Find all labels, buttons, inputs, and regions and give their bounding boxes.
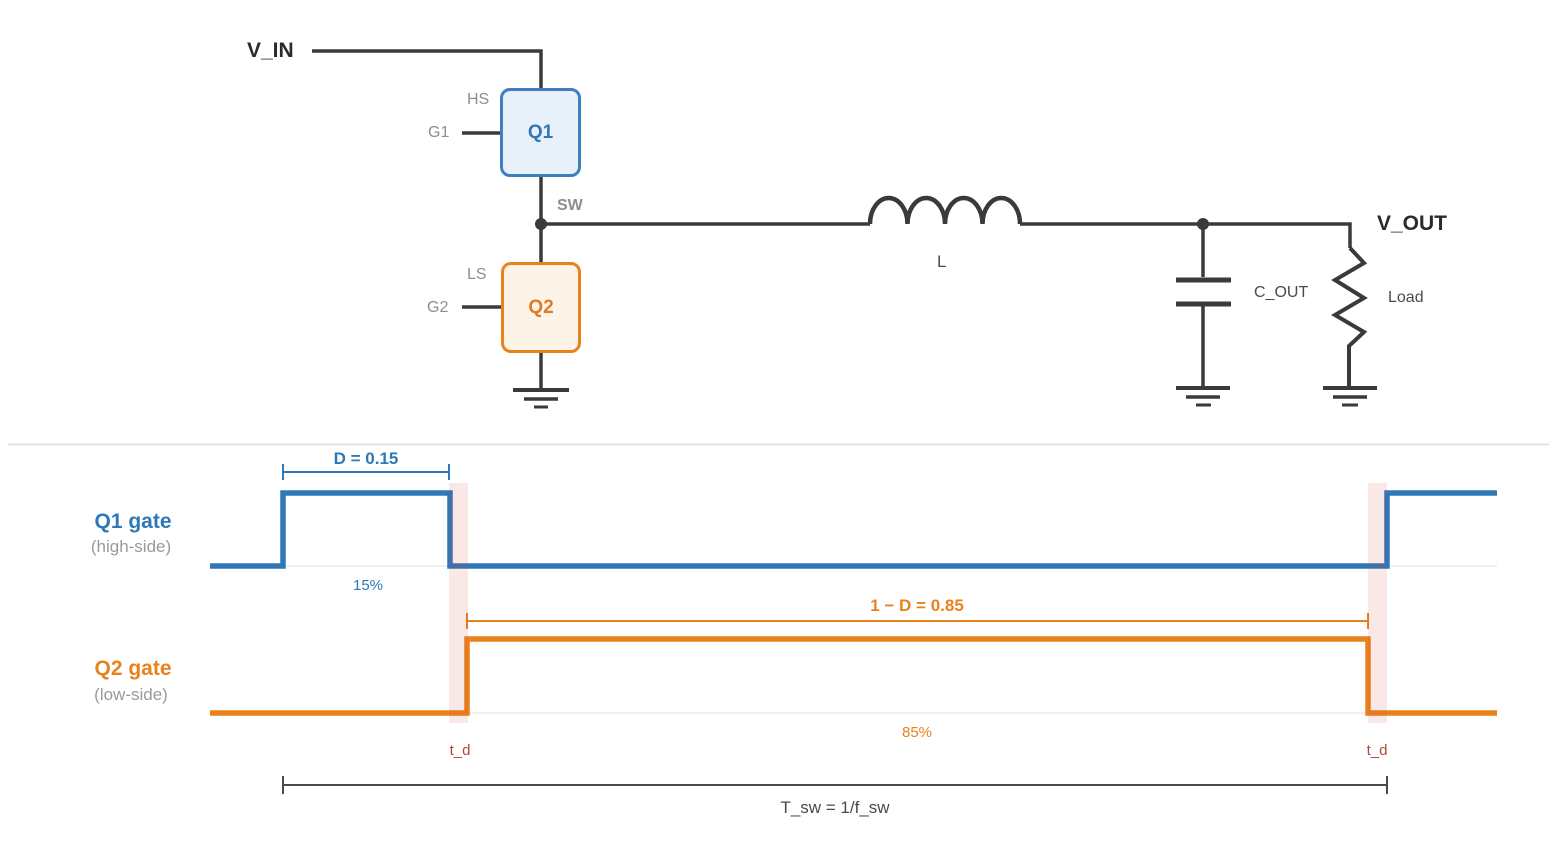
q1-hs-label: HS: [467, 91, 490, 108]
complement-duty-percent: 85%: [901, 724, 933, 741]
period-dimension: [282, 776, 1388, 794]
dead-time-band-left: [449, 483, 468, 723]
inductor-label: L: [937, 252, 947, 271]
dead-time-label-left: t_d: [449, 742, 471, 759]
q2-ls-label: LS: [467, 266, 487, 283]
load-label: Load: [1388, 289, 1424, 306]
output-capacitor-label: C_OUT: [1254, 284, 1309, 301]
load-ground-symbol: [1323, 386, 1377, 407]
q2-ground-symbol: [513, 388, 569, 409]
load-resistor-zigzag: [1331, 246, 1368, 386]
q1-transistor-label: Q1: [527, 121, 554, 143]
output-rail-wire: [1020, 222, 1352, 248]
q2-gate-waveform: [210, 636, 1497, 716]
q2-gate-row-title: Q2 gate: [94, 657, 172, 680]
vout-label: V_OUT: [1377, 212, 1448, 235]
dead-time-band-right: [1368, 483, 1387, 723]
vin-label: V_IN: [247, 39, 294, 62]
sw-node-label: SW: [557, 197, 583, 214]
duty-cycle-label: D = 0.15: [333, 449, 399, 468]
q1-gate-row-subtitle: (high-side): [90, 537, 172, 556]
q1-transistor-box: Q1: [500, 88, 581, 177]
duty-cycle-percent: 15%: [352, 577, 384, 594]
duty-dimension-orange: [466, 613, 1369, 629]
q1-gate-row-title: Q1 gate: [94, 510, 172, 533]
inductor-coil: [867, 195, 1023, 225]
q1-gate-waveform: [210, 490, 1497, 569]
switching-period-label: T_sw = 1/f_sw: [780, 798, 890, 817]
sw-junction-dot: [535, 218, 547, 230]
q2-transistor-label: Q2: [528, 296, 554, 318]
dead-time-label-right: t_d: [1366, 742, 1388, 759]
capacitor-ground-symbol: [1176, 386, 1230, 407]
duty-dimension-blue: [282, 464, 450, 480]
q2-transistor-box: Q2: [501, 262, 581, 353]
complement-duty-label: 1 − D = 0.85: [870, 596, 964, 615]
q2-gate-pin-label: G2: [427, 299, 449, 316]
q1-gate-pin-label: G1: [428, 124, 450, 141]
vin-wire: [312, 49, 543, 88]
q2-gate-row-subtitle: (low-side): [94, 685, 168, 704]
